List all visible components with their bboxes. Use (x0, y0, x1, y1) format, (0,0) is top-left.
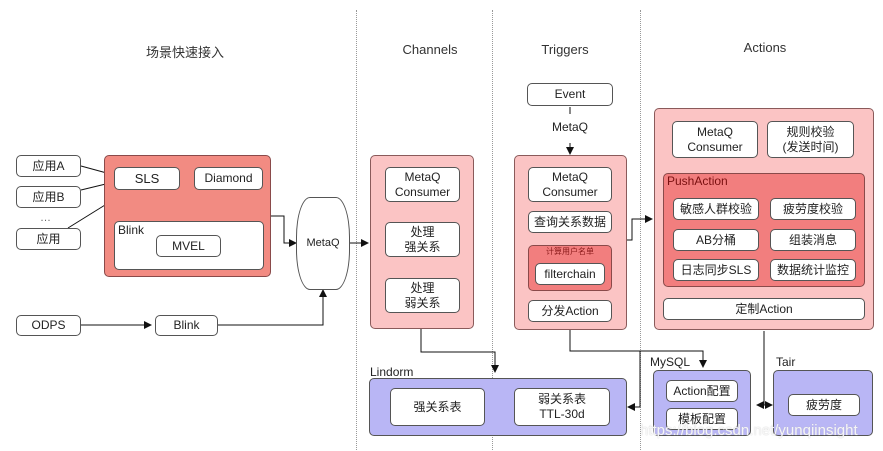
header-channels: Channels (402, 42, 458, 57)
channel-weak-relation: 处理弱关系 (385, 278, 460, 313)
line: MetaQ (404, 169, 441, 184)
line: 规则校验 (786, 124, 835, 139)
header-access: 场景快速接入 (145, 45, 224, 60)
app-ellipsis: … (40, 212, 51, 224)
template-config-node: 模板配置 (666, 408, 738, 430)
watermark: https://blog.csdn.net/yunqiinsight (640, 422, 858, 439)
channel-strong-relation: 处理强关系 (385, 222, 460, 257)
push-item: 数据统计监控 (770, 259, 856, 281)
push-item: 组装消息 (770, 229, 856, 251)
column-divider (492, 10, 493, 450)
line: 强关系 (404, 239, 441, 254)
line: 处理 (410, 224, 435, 239)
push-item: 敏感人群校验 (673, 198, 759, 220)
filterchain-node: filterchain (535, 263, 605, 285)
app-generic: 应用 (16, 228, 81, 250)
push-item: 疲劳度校验 (770, 198, 856, 220)
line: Consumer (687, 139, 743, 154)
column-divider (640, 10, 641, 450)
sls-node: SLS (114, 167, 180, 190)
mvel-node: MVEL (156, 235, 221, 257)
tair-label: Tair (776, 355, 796, 369)
strong-relation-table: 强关系表 (390, 388, 485, 426)
metaq-label: MetaQ (551, 120, 588, 134)
app-b: 应用B (16, 186, 81, 208)
fatigue-node: 疲劳度 (788, 394, 860, 416)
line: 弱关系表 (537, 392, 586, 406)
line: TTL-30d (539, 407, 585, 421)
calc-user-list-label: 计算用户名单 (546, 247, 594, 256)
line: Consumer (542, 184, 598, 199)
dispatch-action-node: 分发Action (528, 300, 612, 322)
action-config-node: Action配置 (666, 380, 738, 402)
push-item: AB分桶 (673, 229, 759, 251)
push-action-label: PushAction (667, 174, 728, 188)
header-triggers: Triggers (541, 42, 589, 57)
line: MetaQ (696, 124, 733, 139)
blink-node: Blink (155, 315, 218, 336)
metaq-queue: MetaQ (296, 197, 350, 290)
event-node: Event (527, 83, 613, 106)
odps-node: ODPS (16, 315, 81, 336)
mysql-label: MySQL (650, 355, 691, 369)
column-divider (356, 10, 357, 450)
line: 处理 (410, 280, 435, 295)
line: 弱关系 (404, 295, 441, 310)
query-relation-node: 查询关系数据 (528, 211, 612, 233)
blink-group-label: Blink (118, 223, 145, 237)
app-a: 应用A (16, 155, 81, 177)
custom-action-node: 定制Action (663, 298, 865, 320)
diamond-node: Diamond (194, 167, 263, 190)
push-item: 日志同步SLS (673, 259, 759, 281)
rule-check-node: 规则校验(发送时间) (767, 121, 854, 158)
line: Consumer (394, 184, 451, 199)
lindorm-label: Lindorm (370, 365, 414, 379)
header-actions: Actions (743, 40, 787, 55)
line: (发送时间) (782, 139, 839, 154)
line: MetaQ (551, 169, 588, 184)
